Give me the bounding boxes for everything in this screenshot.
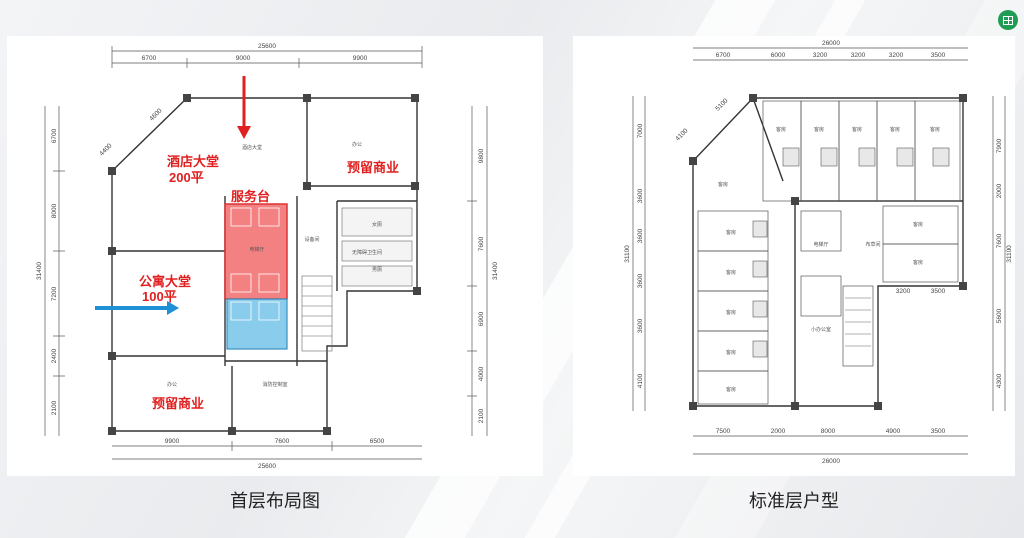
dim-right-seg: 5600: [996, 308, 1003, 323]
dim-left-seg: 3600: [637, 228, 644, 243]
dim-top-seg: 3500: [931, 52, 946, 59]
equipment-small-label: 设备间: [304, 236, 319, 243]
dim-bottom-seg: 9900: [165, 438, 180, 445]
dim-top-seg: 6000: [771, 52, 786, 59]
dim-left-seg: 7000: [637, 123, 644, 138]
apartment-lobby-area: 100平: [142, 289, 177, 304]
dim-right-seg: 2000: [996, 183, 1003, 198]
fire-control-small-label: 消防控制室: [262, 381, 287, 388]
ground-floor-plan: 25600 6700 9000 9900 9900 7600 6500 2560…: [7, 36, 543, 476]
dim-diag: 4100: [674, 127, 689, 142]
room-label: 客房: [852, 126, 862, 133]
spreadsheet-icon: [998, 10, 1018, 30]
dim-diag: 4600: [148, 107, 163, 122]
dim-right-seg: 7600: [478, 236, 485, 251]
dim-bottom-seg: 7600: [275, 438, 290, 445]
female-wc-small-label: 女厕: [372, 221, 382, 228]
dim-left-seg: 3600: [637, 188, 644, 203]
dim-top-seg: 3200: [813, 52, 828, 59]
dim-left-seg: 2100: [51, 400, 58, 415]
dim-bottom-total: 25600: [258, 463, 276, 470]
elevator-hall-small-label: 电梯厅: [249, 246, 264, 253]
dim-diag: 4400: [98, 142, 113, 157]
small-office-label: 小办公室: [811, 326, 831, 333]
dim-left-seg: 2400: [51, 348, 58, 363]
accessible-wc-small-label: 无障碍卫生间: [352, 249, 382, 256]
reserved-retail-label: 预留商业: [152, 396, 204, 411]
apartment-lobby-label: 公寓大堂: [139, 274, 191, 289]
dim-left-seg: 7200: [51, 286, 58, 301]
dim-top-seg: 9900: [353, 55, 368, 62]
room-label: 客房: [776, 126, 786, 133]
room-label: 客房: [913, 259, 923, 266]
dim-bottom-seg: 2000: [771, 428, 786, 435]
dim-top-seg: 3200: [851, 52, 866, 59]
dim-right-seg: 2100: [478, 408, 485, 423]
dim-bottom-seg: 4900: [886, 428, 901, 435]
room-label: 客房: [930, 126, 940, 133]
room-label: 客房: [726, 309, 736, 316]
dim-bottom-seg: 7500: [716, 428, 731, 435]
office-small-label: 办公: [352, 141, 362, 148]
caption-standard-floor: 标准层户型: [749, 491, 839, 511]
office-small-label: 办公: [167, 381, 177, 388]
dim-right-seg: 6900: [478, 311, 485, 326]
dim-bottom-seg: 6500: [370, 438, 385, 445]
dim-top-total: 26000: [822, 40, 840, 47]
dim-left-total: 31400: [36, 262, 43, 280]
dim-left-seg: 8000: [51, 203, 58, 218]
dim-right-seg: 7900: [996, 138, 1003, 153]
apartment-entrance-arrowhead: [167, 301, 179, 315]
dim-mid-seg: 3200: [896, 288, 911, 295]
room-label: 客房: [726, 386, 736, 393]
hotel-lobby-small-label: 酒店大堂: [242, 144, 262, 151]
caption-ground-floor: 首层布局图: [230, 491, 320, 511]
dim-right-seg: 4000: [478, 366, 485, 381]
dim-left-seg: 3600: [637, 273, 644, 288]
male-wc-small-label: 男厕: [372, 267, 382, 273]
room-label: 客房: [913, 221, 923, 228]
dim-bottom-seg: 3500: [931, 428, 946, 435]
room-label: 客房: [726, 349, 736, 356]
reserved-retail-label: 预留商业: [347, 160, 399, 175]
service-desk-label: 服务台: [231, 189, 270, 204]
dim-top-seg: 6700: [716, 52, 731, 59]
room-label: 客房: [890, 126, 900, 133]
room-label: 客房: [814, 126, 824, 133]
elevator-hall-label: 电梯厅: [813, 241, 828, 248]
hotel-lobby-area: 200平: [169, 170, 204, 185]
dim-right-seg: 4300: [996, 373, 1003, 388]
dim-bottom-total: 26000: [822, 458, 840, 465]
dim-top-seg: 6700: [142, 55, 157, 62]
apartment-elevator-zone: [226, 298, 288, 350]
standard-floor-plan: 26000 6700 6000 3200 3200 3200 3500 7500…: [573, 36, 1015, 476]
hotel-lobby-label: 酒店大堂: [167, 154, 219, 169]
dim-diag: 5100: [714, 97, 729, 112]
hotel-elevator-zone: [224, 203, 288, 300]
dim-right-total: 31100: [1006, 245, 1013, 263]
dim-mid-seg: 3500: [931, 288, 946, 295]
dim-bottom-seg: 8000: [821, 428, 836, 435]
room-label: 客房: [726, 269, 736, 276]
dim-left-seg: 3600: [637, 318, 644, 333]
dim-left-seg: 6700: [51, 128, 58, 143]
room-label: 客房: [718, 181, 728, 188]
dim-top-total: 25600: [258, 43, 276, 50]
staff-room-label: 布草间: [865, 241, 880, 248]
hotel-entrance-arrowhead: [237, 126, 251, 139]
dim-left-seg: 4100: [637, 373, 644, 388]
dim-left-total: 31100: [624, 245, 631, 263]
dim-right-total: 31400: [492, 262, 499, 280]
dim-right-seg: 7600: [996, 233, 1003, 248]
dim-top-seg: 9000: [236, 55, 251, 62]
dim-top-seg: 3200: [889, 52, 904, 59]
room-label: 客房: [726, 229, 736, 236]
dim-right-seg: 9800: [478, 148, 485, 163]
